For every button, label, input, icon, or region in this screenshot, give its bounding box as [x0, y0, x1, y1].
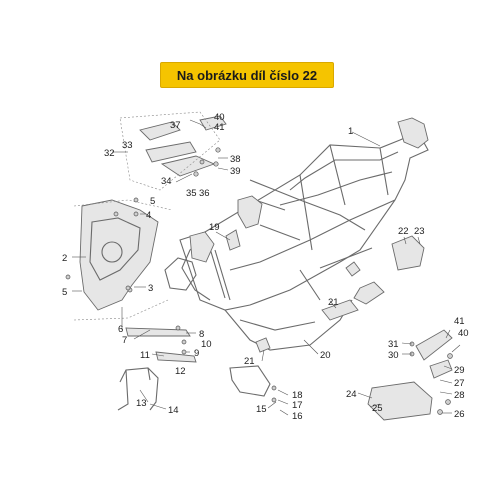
callout-15: 15 — [256, 404, 267, 415]
callout-40-lower: 40 — [458, 328, 469, 339]
callout-32: 32 — [104, 148, 115, 159]
callout-22: 22 — [398, 226, 409, 237]
callout-23: 23 — [414, 226, 425, 237]
callout-17: 17 — [292, 400, 303, 411]
callout-30: 30 — [388, 350, 399, 361]
callout-8: 8 — [199, 329, 204, 340]
leader-lines — [72, 119, 461, 416]
callout-41-lower: 41 — [454, 316, 465, 327]
callout-25: 25 — [372, 403, 383, 414]
footrest-assembly — [367, 329, 453, 421]
callout-40-upper: 40 — [214, 112, 225, 123]
callout-27: 27 — [454, 378, 465, 389]
callout-21-right: 21 — [328, 297, 339, 308]
upper-mount-plates — [119, 111, 227, 191]
callout-13: 13 — [136, 398, 147, 409]
callout-38: 38 — [230, 154, 241, 165]
callout-5-upper: 5 — [150, 196, 155, 207]
main-frame — [164, 117, 429, 351]
callout-31: 31 — [388, 339, 399, 350]
callout-14: 14 — [168, 405, 179, 416]
callout-16: 16 — [292, 411, 303, 422]
callout-20: 20 — [320, 350, 331, 361]
callout-1: 1 — [348, 126, 353, 137]
banner-text: Na obrázku díl číslo 22 — [176, 67, 318, 83]
fasteners — [65, 159, 205, 331]
callout-10: 10 — [201, 339, 212, 350]
side-bracket-part — [73, 199, 173, 321]
callout-19: 19 — [209, 222, 220, 233]
callout-12: 12 — [175, 366, 186, 377]
small-brackets — [225, 229, 425, 353]
callout-26: 26 — [454, 409, 465, 420]
callout-36: 36 — [199, 188, 210, 199]
callout-41-upper: 41 — [214, 122, 225, 133]
callout-35: 35 — [186, 188, 197, 199]
callout-11: 11 — [140, 350, 150, 361]
lower-bracket-assembly — [117, 327, 277, 411]
part-number-banner: Na obrázku díl číslo 22 — [160, 62, 334, 88]
callout-24: 24 — [346, 389, 357, 400]
callout-29: 29 — [454, 365, 465, 376]
callout-5-lower: 5 — [62, 287, 67, 298]
callout-28: 28 — [454, 390, 465, 401]
callout-39: 39 — [230, 166, 241, 177]
callout-9: 9 — [194, 348, 199, 359]
callout-33: 33 — [122, 140, 133, 151]
callout-37: 37 — [170, 120, 181, 131]
callout-labels: 1 2 3 4 5 5 6 7 8 9 10 11 12 13 14 15 16… — [62, 112, 469, 422]
callout-21-left: 21 — [244, 356, 255, 367]
callout-18: 18 — [292, 390, 303, 401]
callout-3: 3 — [148, 283, 153, 294]
callout-4: 4 — [146, 210, 151, 221]
callout-7: 7 — [122, 335, 127, 346]
callout-2: 2 — [62, 253, 67, 264]
callout-6: 6 — [118, 324, 123, 335]
callout-34: 34 — [161, 176, 172, 187]
